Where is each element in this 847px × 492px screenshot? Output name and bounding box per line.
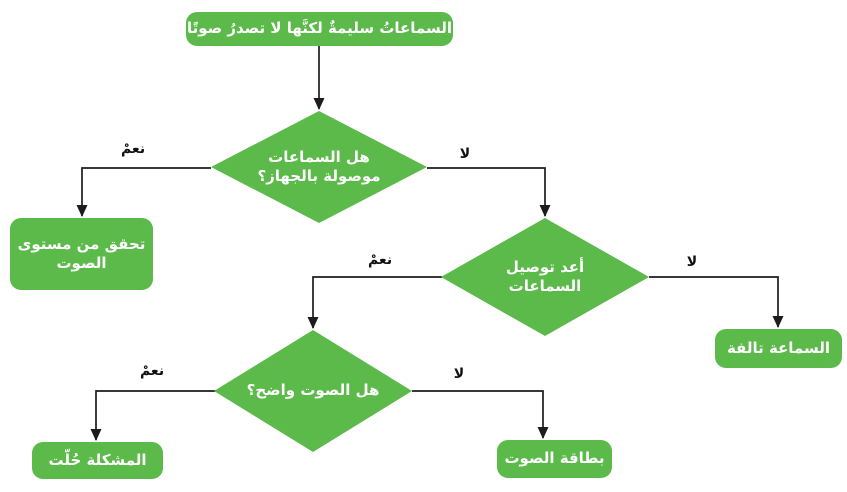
connector-q1-yes bbox=[76, 167, 211, 217]
connector-q3-yes bbox=[90, 390, 218, 441]
decision-sound-clear-label: هل الصوت واضح؟ bbox=[246, 381, 380, 400]
edge-label-sound-clear-yes: نعمْ bbox=[139, 363, 165, 379]
edge-label-reconnect-no: لا bbox=[686, 254, 698, 270]
connector-q2-yes bbox=[307, 276, 442, 329]
decision-reconnect-speakers-line1: أعد توصيل bbox=[505, 257, 585, 276]
node-check-volume-line2: الصوت bbox=[56, 254, 107, 272]
edge-label-sound-clear-no: لا bbox=[453, 366, 465, 382]
edge-label-reconnect-yes: نعمْ bbox=[367, 252, 393, 268]
edge-label-connected-no: لا bbox=[459, 146, 471, 162]
node-start: السماعاتُ سليمةٌ لكنَّها لا تصدرُ صوتًا bbox=[186, 12, 453, 46]
node-speaker-damaged-label: السماعة تالفة bbox=[726, 338, 831, 357]
connector-q1-no bbox=[427, 167, 551, 217]
node-speaker-damaged: السماعة تالفة bbox=[715, 329, 842, 368]
node-problem-solved-label: المشكلة حُلّت bbox=[48, 450, 147, 469]
node-sound-card-label: بطاقة الصوت bbox=[504, 449, 605, 468]
connector-q3-no bbox=[412, 390, 549, 439]
node-sound-card: بطاقة الصوت bbox=[497, 440, 612, 478]
connector-q2-no bbox=[649, 276, 784, 328]
decision-speakers-connected-line1: هل السماعات bbox=[268, 147, 370, 166]
edge-label-connected-yes: نعمْ bbox=[120, 141, 146, 157]
decision-speakers-connected-line2: موصولة بالجهاز؟ bbox=[257, 167, 381, 185]
node-check-volume-line1: تحقق من مستوى bbox=[17, 234, 146, 253]
node-problem-solved: المشكلة حُلّت bbox=[32, 442, 163, 479]
node-start-label: السماعاتُ سليمةٌ لكنَّها لا تصدرُ صوتًا bbox=[187, 19, 452, 38]
decision-reconnect-speakers-line2: السماعات bbox=[508, 277, 582, 295]
node-check-volume: تحقق من مستوى الصوت bbox=[10, 218, 153, 290]
